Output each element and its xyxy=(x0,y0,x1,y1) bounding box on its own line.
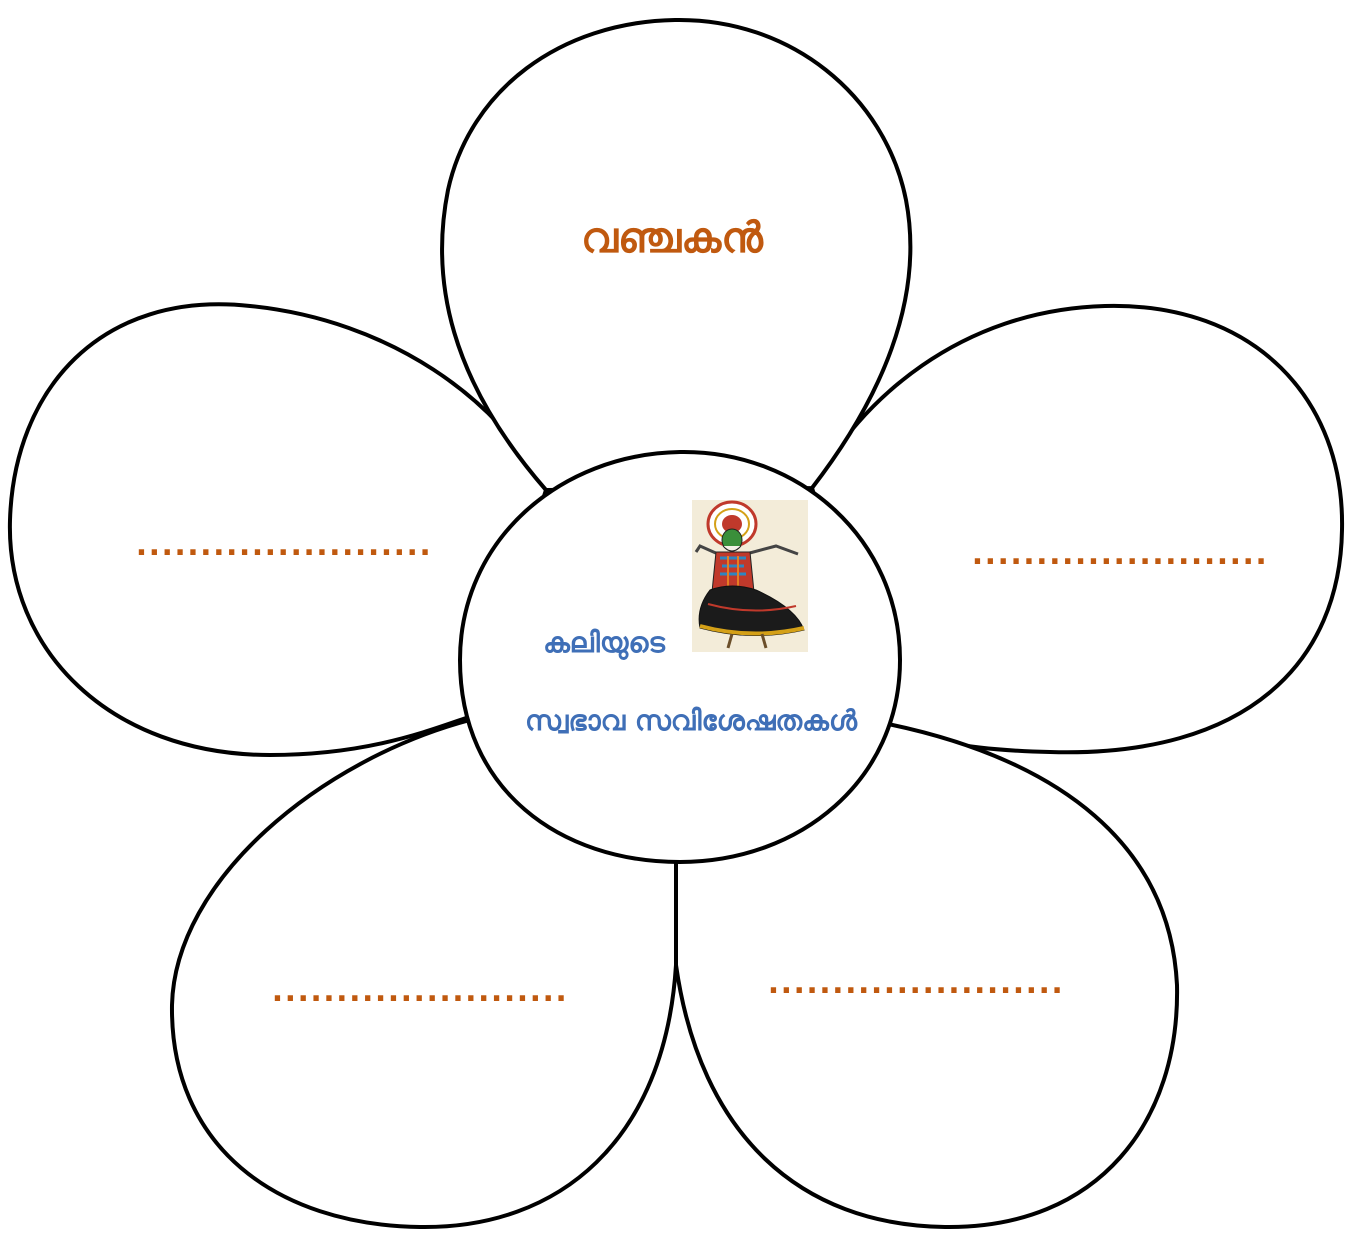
petal-bottom-left-dots: ....................... xyxy=(272,974,569,1009)
petal-left-dots: ....................... xyxy=(136,528,433,563)
center-label-line1: കലിയുടെ xyxy=(543,626,666,660)
center-circle xyxy=(460,452,900,862)
petal-bottom-right-dots: ....................... xyxy=(768,966,1065,1001)
petal-right-dots: ....................... xyxy=(972,537,1269,572)
petal-top-text: വഞ്ചകൻ xyxy=(581,213,764,262)
center-label-line2: സ്വഭാവ സവിശേഷതകൾ xyxy=(525,704,858,737)
kathakali-dancer-icon xyxy=(692,500,808,652)
